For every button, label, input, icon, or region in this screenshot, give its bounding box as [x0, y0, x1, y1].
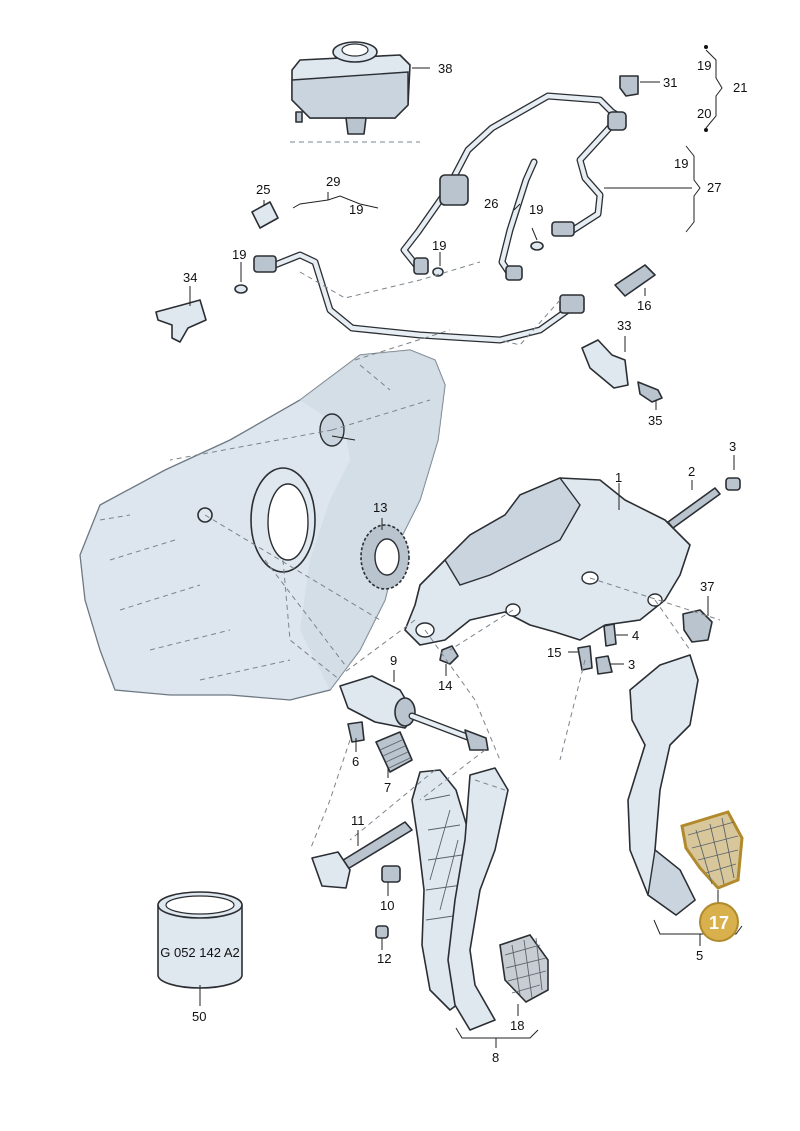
callout-19: 19	[529, 202, 543, 217]
callout-18: 18	[510, 1018, 524, 1033]
callout-8: 8	[492, 1050, 499, 1065]
highlight-marker-17: 17	[699, 902, 739, 942]
spring-7	[375, 731, 413, 773]
callout-3: 3	[729, 439, 736, 454]
accelerator-pad-17	[680, 810, 744, 890]
callout-35: 35	[648, 413, 662, 428]
callout-29: 29	[326, 174, 340, 189]
part-marking: G 052 142 A2	[160, 945, 240, 960]
seal-ring-19	[432, 267, 444, 277]
callout-7: 7	[384, 780, 391, 795]
callout-labels: 38 31 19 21 20 19 27 26 19 29 19 25 19 1…	[183, 58, 747, 1065]
callout-16: 16	[637, 298, 651, 313]
accelerator-pedal-module	[627, 654, 699, 916]
callout-6: 6	[352, 754, 359, 769]
callout-2: 2	[688, 464, 695, 479]
sleeve-25	[251, 201, 279, 229]
clip-31	[619, 75, 639, 97]
bushing-10	[381, 865, 401, 883]
callout-3: 3	[628, 657, 635, 672]
callout-19: 19	[232, 247, 246, 262]
pipe-clamp	[439, 174, 469, 206]
container-50: G 052 142 A2	[157, 891, 243, 989]
hydraulic-pipe-upper	[400, 92, 626, 274]
pipe-fitting-left	[253, 255, 277, 273]
callout-15: 15	[547, 645, 561, 660]
clip-12	[375, 925, 389, 939]
callout-13: 13	[373, 500, 387, 515]
callout-20: 20	[697, 106, 711, 121]
assembly-lines	[169, 261, 721, 851]
nut-14	[439, 645, 459, 665]
callout-37: 37	[700, 579, 714, 594]
pipe-fitting-26	[505, 265, 523, 281]
callout-38: 38	[438, 61, 452, 76]
callout-31: 31	[663, 75, 677, 90]
pin-2	[667, 487, 721, 529]
pipe-fitting-right	[559, 294, 585, 314]
callout-19: 19	[432, 238, 446, 253]
leader-lines	[189, 45, 743, 1048]
seal-ring-19	[530, 241, 544, 251]
callout-26: 26	[484, 196, 498, 211]
gear-ring-13	[360, 524, 410, 590]
bolt-35	[637, 381, 663, 403]
pipe-fitting-27	[551, 221, 575, 237]
clip-3	[595, 655, 613, 675]
callout-1: 1	[615, 470, 622, 485]
callout-19: 19	[697, 58, 711, 73]
hose-26	[498, 158, 538, 278]
callout-10: 10	[380, 898, 394, 913]
callout-17: 17	[709, 913, 729, 933]
callout-19: 19	[349, 202, 363, 217]
pedal-bracket	[404, 477, 691, 646]
pipe-fitting-19	[413, 257, 429, 275]
brake-pedal-arm	[447, 767, 509, 1031]
hydraulic-pipe-main	[271, 251, 579, 344]
brake-fluid-reservoir	[290, 41, 420, 143]
valve-16	[614, 264, 656, 297]
callout-12: 12	[377, 951, 391, 966]
pedal-pad-18	[499, 934, 549, 1003]
bracket-33	[581, 339, 629, 389]
callout-4: 4	[632, 628, 639, 643]
bulkhead-panel	[79, 349, 446, 701]
callout-14: 14	[438, 678, 452, 693]
clip-6	[347, 721, 365, 743]
callout-21: 21	[733, 80, 747, 95]
callout-27: 27	[707, 180, 721, 195]
clip-3	[725, 477, 741, 491]
adjuster-37	[682, 609, 713, 643]
bolt-15	[577, 645, 593, 671]
pivot-shaft-11	[311, 821, 413, 889]
connector-34	[155, 299, 207, 343]
callout-25: 25	[256, 182, 270, 197]
callout-19: 19	[674, 156, 688, 171]
callout-33: 33	[617, 318, 631, 333]
callout-50: 50	[192, 1009, 206, 1024]
seal-ring-19	[234, 284, 248, 294]
clutch-master-cylinder	[339, 675, 489, 751]
hose-27	[566, 121, 616, 236]
bolt-4	[603, 623, 617, 647]
callout-9: 9	[390, 653, 397, 668]
pipe-junction-31	[607, 111, 627, 131]
callout-5: 5	[696, 948, 703, 963]
callout-34: 34	[183, 270, 197, 285]
callout-11: 11	[351, 813, 365, 828]
